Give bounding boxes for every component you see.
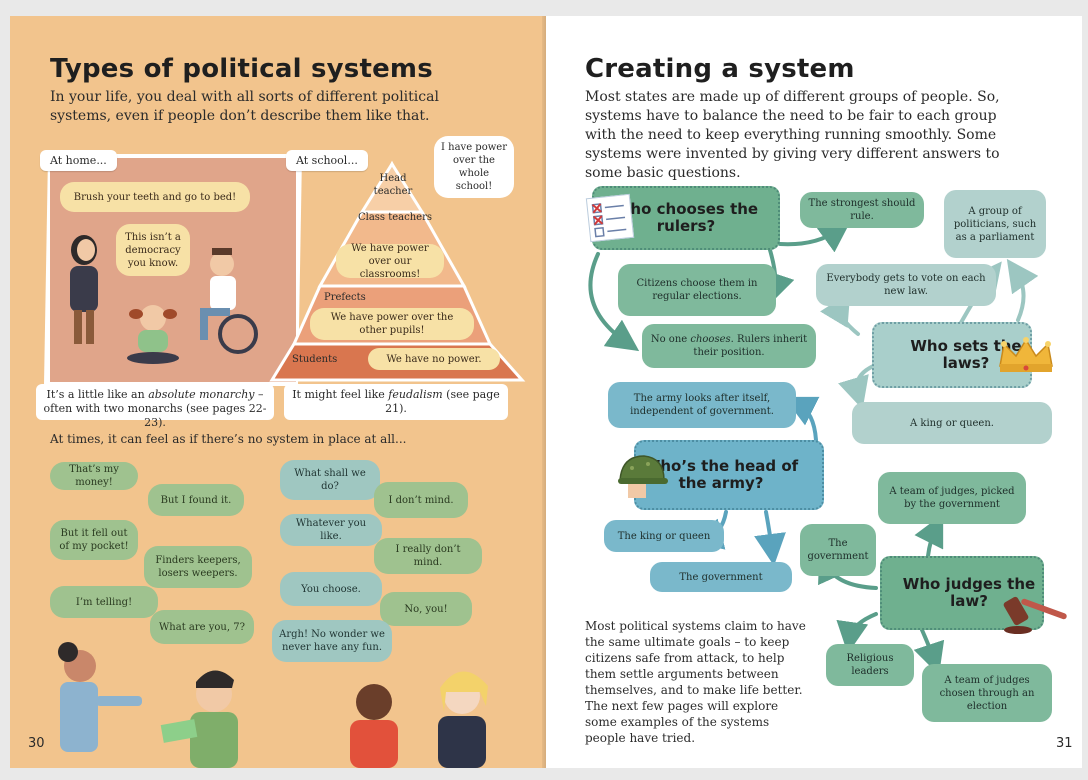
answer-judges-chosen-by-election: A team of judges chosen through an elect…: [922, 664, 1052, 722]
home-caption-text-1: It’s a little like an: [46, 388, 149, 401]
left-page-title: Types of political systems: [50, 54, 433, 84]
at-school-label: At school...: [286, 150, 368, 171]
prefects-speech: We have power over the other pupils!: [310, 308, 474, 340]
answer-government-judges: The government: [800, 524, 876, 576]
answer-strongest-should-rule: The strongest should rule.: [800, 192, 924, 228]
chat-right-bubble-4: I really don’t mind.: [374, 538, 482, 574]
family-illustration: [70, 235, 258, 364]
chat-left-bubble-6: What are you, 7?: [150, 610, 254, 644]
answer-religious-leaders: Religious leaders: [826, 644, 914, 686]
home-caption-text-2: – often with two monarchs (see pages 22-…: [43, 388, 267, 429]
ballot-paper-icon: [585, 193, 635, 243]
school-caption-emphasis: feudalism: [388, 388, 443, 401]
head-teacher-speech: I have power over the whole school!: [434, 136, 514, 198]
answer-no-one-chooses: No one chooses. Rulers inherit their pos…: [642, 324, 816, 368]
prefects-label: Prefects: [324, 292, 366, 303]
chat-right-bubble-7: Argh! No wonder we never have any fun.: [272, 620, 392, 662]
class-teachers-speech: We have power over our classrooms!: [336, 243, 444, 280]
students-speech: We have no power.: [368, 348, 500, 370]
right-page-outro: Most political systems claim to have the…: [585, 619, 806, 745]
arguing-kids-illustration: [58, 642, 488, 768]
students-label: Students: [292, 354, 338, 365]
school-caption-text-2: (see page 21).: [385, 388, 500, 415]
chat-right-bubble-2: I don’t mind.: [374, 482, 468, 518]
home-speech-bubble-1: Brush your teeth and go to bed!: [60, 182, 250, 212]
chat-right-bubble-3: Whatever you like.: [280, 514, 382, 546]
crown-icon: [996, 334, 1056, 374]
chat-left-bubble-4: Finders keepers, losers weepers.: [144, 546, 252, 588]
right-page-title: Creating a system: [585, 54, 855, 84]
answer-king-or-queen-laws: A king or queen.: [852, 402, 1052, 444]
class-teachers-label: Class teachers: [357, 212, 433, 223]
chat-left-bubble-5: I’m telling!: [50, 586, 158, 618]
book-spread: Types of political systems In your life,…: [10, 16, 1082, 768]
answer-king-or-queen-army: The king or queen: [604, 520, 724, 552]
right-page-intro: Most states are made up of different gro…: [585, 89, 1000, 181]
at-home-label: At home...: [40, 150, 117, 171]
army-helmet-icon: [616, 452, 668, 500]
left-page-intro: In your life, you deal with all sorts of…: [50, 89, 439, 124]
answer-no-one-chooses-text-2: . Rulers inherit their position.: [693, 334, 808, 358]
question-head-of-army: Who’s the head of the army?: [634, 440, 824, 510]
gavel-icon: [1002, 590, 1074, 638]
left-page: Types of political systems In your life,…: [10, 16, 546, 768]
chat-right-bubble-6: No, you!: [380, 592, 472, 626]
home-caption-emphasis: absolute monarchy: [148, 388, 255, 401]
chat-right-bubble-1: What shall we do?: [280, 460, 380, 500]
chat-left-bubble-3: But it fell out of my pocket!: [50, 520, 138, 560]
answer-group-of-politicians: A group of politicians, such as a parlia…: [944, 190, 1046, 258]
chat-left-bubble-2: But I found it.: [148, 484, 244, 516]
school-caption-text-1: It might feel like: [292, 388, 389, 401]
right-page: Creating a system Most states are made u…: [546, 16, 1082, 768]
answer-citizens-choose: Citizens choose them in regular election…: [618, 264, 776, 316]
answer-no-one-chooses-text-1: No one: [650, 334, 691, 345]
head-teacher-label: Head teacher: [373, 173, 413, 197]
school-caption: It might feel like feudalism (see page 2…: [284, 384, 508, 420]
left-page-number: 30: [28, 736, 45, 751]
chat-right-bubble-5: You choose.: [280, 572, 382, 606]
home-caption: It’s a little like an absolute monarchy …: [36, 384, 274, 429]
chat-left-bubble-1: That’s my money!: [50, 462, 138, 490]
right-page-number: 31: [1056, 736, 1073, 751]
answer-no-one-chooses-emphasis: chooses: [690, 334, 731, 345]
home-speech-bubble-2: This isn’t a democracy you know.: [116, 224, 190, 276]
answer-army-looks-after-itself: The army looks after itself, independent…: [608, 382, 796, 428]
answer-government-army: The government: [650, 562, 792, 592]
answer-everybody-votes: Everybody gets to vote on each new law.: [816, 264, 996, 306]
answer-judges-picked-by-government: A team of judges, picked by the governme…: [878, 472, 1026, 524]
no-system-text: At times, it can feel as if there’s no s…: [50, 432, 407, 446]
